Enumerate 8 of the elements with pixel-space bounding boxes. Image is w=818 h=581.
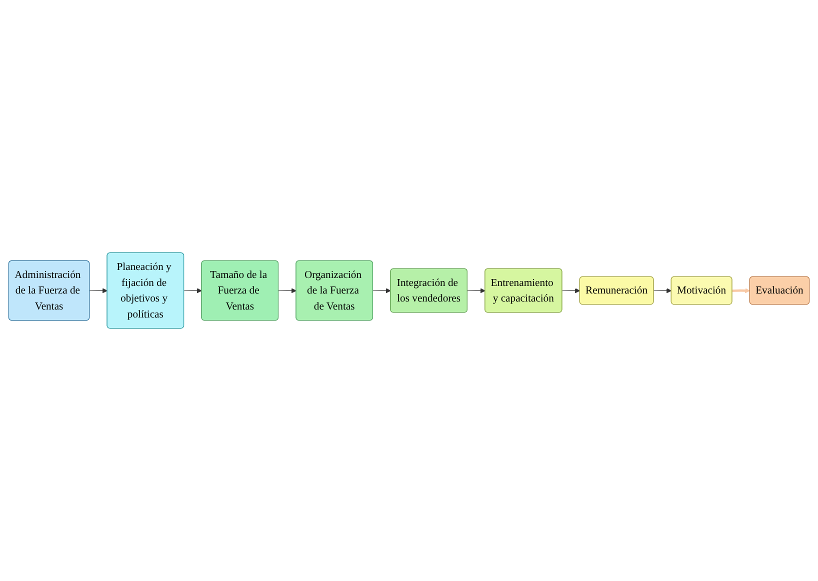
arrow [184,288,202,294]
arrow [562,288,580,294]
arrow [732,288,750,294]
arrow [278,288,296,294]
arrow [467,288,486,294]
arrow [89,288,108,294]
arrow [653,288,672,294]
arrow [372,288,391,294]
